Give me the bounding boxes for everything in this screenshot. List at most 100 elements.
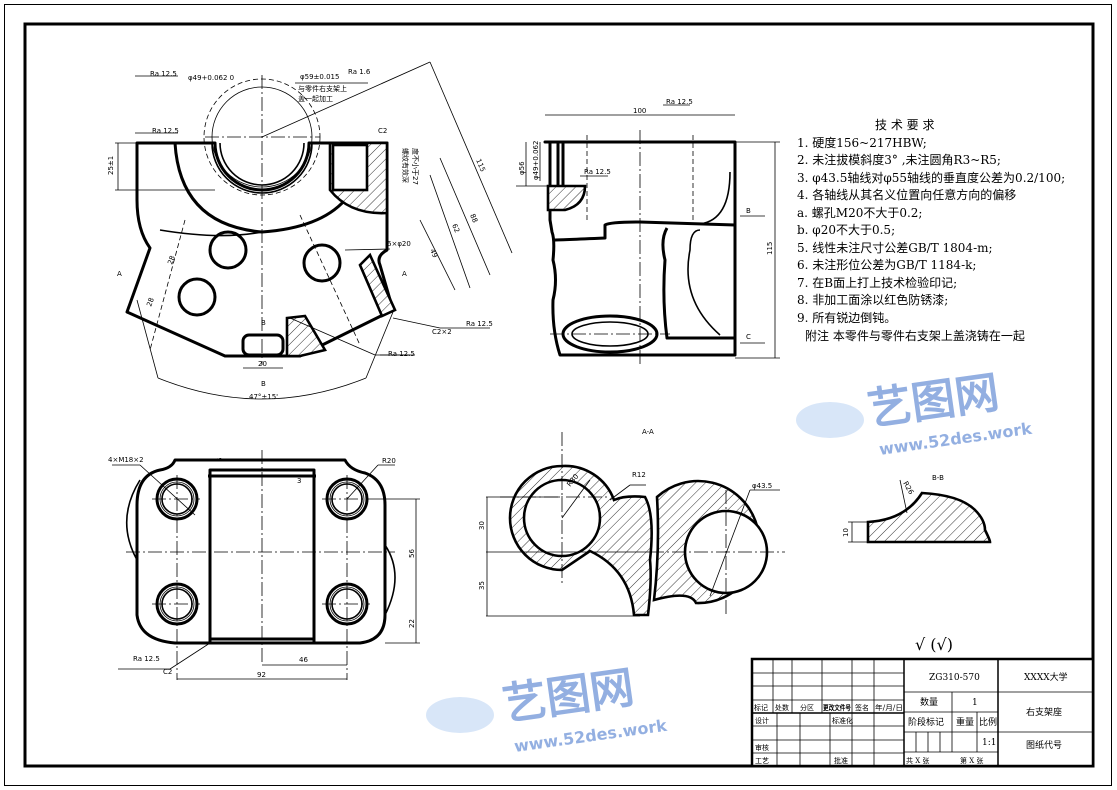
dim-35: 35 bbox=[478, 581, 486, 590]
dim-30: 30 bbox=[478, 521, 486, 530]
section-b-marker: B bbox=[261, 319, 266, 327]
total-sheets: 共 X 张 bbox=[906, 756, 929, 765]
dim-10: 10 bbox=[842, 528, 850, 537]
dim-22: 22 bbox=[408, 619, 416, 628]
section-b-b: B-B R26 10 bbox=[842, 474, 992, 544]
scale-value: 1:1 bbox=[982, 738, 996, 748]
section-title: B-B bbox=[932, 474, 944, 482]
dim-46: 46 bbox=[299, 656, 308, 664]
dim-28: 28 bbox=[145, 297, 156, 308]
thread-note: 度不小于27 bbox=[411, 148, 420, 185]
rev-header: 更改文件号 bbox=[823, 703, 851, 712]
requirement-item: 3. φ43.5轴线对φ55轴线的垂直度公差为0.2/100; bbox=[797, 170, 1065, 185]
bore-dimension: φ59±0.015 bbox=[300, 73, 339, 81]
title-block: ZG310-570 XXXX大学 右支架座 图纸代号 数量 1 阶段标记 重量 … bbox=[750, 657, 1095, 768]
dim-115: 115 bbox=[766, 242, 774, 255]
section-a-marker: A bbox=[402, 270, 407, 278]
quantity-value: 1 bbox=[972, 698, 978, 708]
watermark-logo: 艺图网 bbox=[499, 662, 637, 731]
dim-25: 25±1 bbox=[107, 156, 115, 175]
dim-49: φ49+0.062 bbox=[532, 141, 540, 180]
standardize-label: 标准化 bbox=[832, 716, 853, 725]
rev-header: 年/月/日 bbox=[875, 703, 903, 712]
dim-92: 92 bbox=[257, 671, 266, 679]
ra-label: Ra 12.5 bbox=[466, 320, 493, 328]
bore-tolerance: φ49+0.062 0 bbox=[188, 74, 234, 82]
drawing-number: ZG310-570 bbox=[929, 673, 980, 683]
requirement-item: 8. 非加工面涂以红色防锈漆; bbox=[797, 292, 948, 307]
rev-header: 处数 bbox=[775, 703, 789, 712]
inner-frame bbox=[23, 22, 1095, 768]
quantity-label: 数量 bbox=[920, 696, 938, 708]
approve-label: 批准 bbox=[834, 756, 848, 765]
dim-6: 6 bbox=[216, 457, 224, 462]
process-label: 工艺 bbox=[755, 757, 769, 765]
technical-requirements: 技 术 要 求 1. 硬度156~217HBW; 2. 未注拔模斜度3° ,未注… bbox=[797, 118, 1065, 343]
section-a-marker: A bbox=[117, 270, 122, 278]
requirement-item: 7. 在B面上打上技术检验印记; bbox=[797, 275, 957, 290]
dim-100: 100 bbox=[633, 107, 646, 115]
dim-56: φ56 bbox=[518, 161, 526, 175]
appendix-note: 附注 本零件与零件右支架上盖浇铸在一起 bbox=[805, 328, 1025, 343]
dim-3: 3 bbox=[297, 477, 301, 485]
dim-88: 88 bbox=[468, 213, 479, 224]
outer-frame bbox=[4, 4, 1112, 786]
requirement-item: 6. 未注形位公差为GB/T 1184-k; bbox=[797, 257, 976, 272]
chamfer-label: C2 bbox=[163, 668, 172, 676]
dim-115: 115 bbox=[474, 158, 487, 173]
requirement-item: 1. 硬度156~217HBW; bbox=[797, 135, 927, 150]
ra-label: Ra 12.5 bbox=[150, 70, 177, 78]
chamfer-label: C2×2 bbox=[432, 328, 452, 336]
thread-note: 螺纹有效深 bbox=[401, 148, 410, 183]
scale-label: 比例 bbox=[979, 716, 997, 728]
requirement-item: 2. 未注拔模斜度3° ,未注圆角R3~R5; bbox=[797, 152, 1001, 167]
ra-label: Ra 1.6 bbox=[348, 68, 371, 76]
rev-header: 签名 bbox=[855, 703, 869, 712]
ra-label: Ra 12.5 bbox=[388, 350, 415, 358]
radius-label: R20 bbox=[382, 457, 396, 465]
holes-label: 6×φ20 bbox=[387, 240, 411, 248]
ra-label: Ra 12.5 bbox=[584, 168, 611, 176]
dim-20: 20 bbox=[258, 360, 267, 368]
radius-label: R12 bbox=[632, 471, 646, 479]
section-a-a: A-A R30 R12 φ43.5 30 35 bbox=[478, 428, 785, 617]
dim-49: 49 bbox=[428, 248, 439, 259]
thread-label: 4×M18×2 bbox=[108, 456, 144, 464]
requirement-item: 9. 所有锐边倒钝。 bbox=[797, 311, 896, 325]
dim-28: 28 bbox=[166, 255, 177, 266]
general-roughness-symbol: √ (√) bbox=[915, 635, 953, 654]
main-view: Ra 12.5 φ49+0.062 0 φ59±0.015 Ra 1.6 与零件… bbox=[107, 61, 513, 401]
requirements-title: 技 术 要 求 bbox=[875, 118, 934, 132]
machining-note: 盖一起加工 bbox=[298, 94, 333, 103]
side-view: 100 Ra 12.5 φ56 φ49+0.062 Ra 12.5 B C 11… bbox=[516, 98, 780, 365]
dim-56: 56 bbox=[408, 549, 416, 558]
requirement-item: b. φ20不大于0.5; bbox=[797, 223, 895, 237]
surface-c-label: C bbox=[746, 333, 751, 341]
ra-label: Ra 12.5 bbox=[133, 655, 160, 663]
school-name: XXXX大学 bbox=[1024, 671, 1068, 683]
chamfer-label: C2 bbox=[378, 127, 387, 135]
ra-label: Ra 12.5 bbox=[666, 98, 693, 106]
surface-b-label: B bbox=[746, 207, 751, 215]
design-label: 设计 bbox=[755, 716, 769, 725]
angle-dimension: 47°±15' bbox=[249, 393, 278, 401]
bottom-view: 4×M18×2 R20 6 3 56 22 46 92 Ra 12.5 C2 bbox=[108, 450, 420, 680]
stage-label: 阶段标记 bbox=[908, 716, 944, 728]
drawing-code: 图纸代号 bbox=[1026, 739, 1062, 751]
dim-62: 62 bbox=[450, 223, 461, 234]
section-b-marker: B bbox=[261, 380, 266, 388]
requirement-item: 5. 线性未注尺寸公差GB/T 1804-m; bbox=[797, 240, 993, 255]
sheet-number: 第 X 张 bbox=[960, 756, 983, 765]
review-label: 审核 bbox=[755, 743, 769, 752]
watermark: 艺图网 www.52des.work 艺图网 www.52des.work bbox=[426, 367, 1033, 756]
rev-header: 分区 bbox=[800, 703, 814, 712]
weight-label: 重量 bbox=[956, 716, 974, 728]
radius-label: R26 bbox=[901, 480, 915, 496]
requirement-item: a. 螺孔M20不大于0.2; bbox=[797, 206, 922, 220]
rev-header: 标记 bbox=[754, 703, 768, 712]
machining-note: 与零件右支架上 bbox=[298, 84, 347, 93]
diameter-label: φ43.5 bbox=[752, 482, 772, 490]
requirement-item: 4. 各轴线从其名义位置向任意方向的偏移 bbox=[797, 187, 1016, 202]
ra-label: Ra 12.5 bbox=[152, 127, 179, 135]
